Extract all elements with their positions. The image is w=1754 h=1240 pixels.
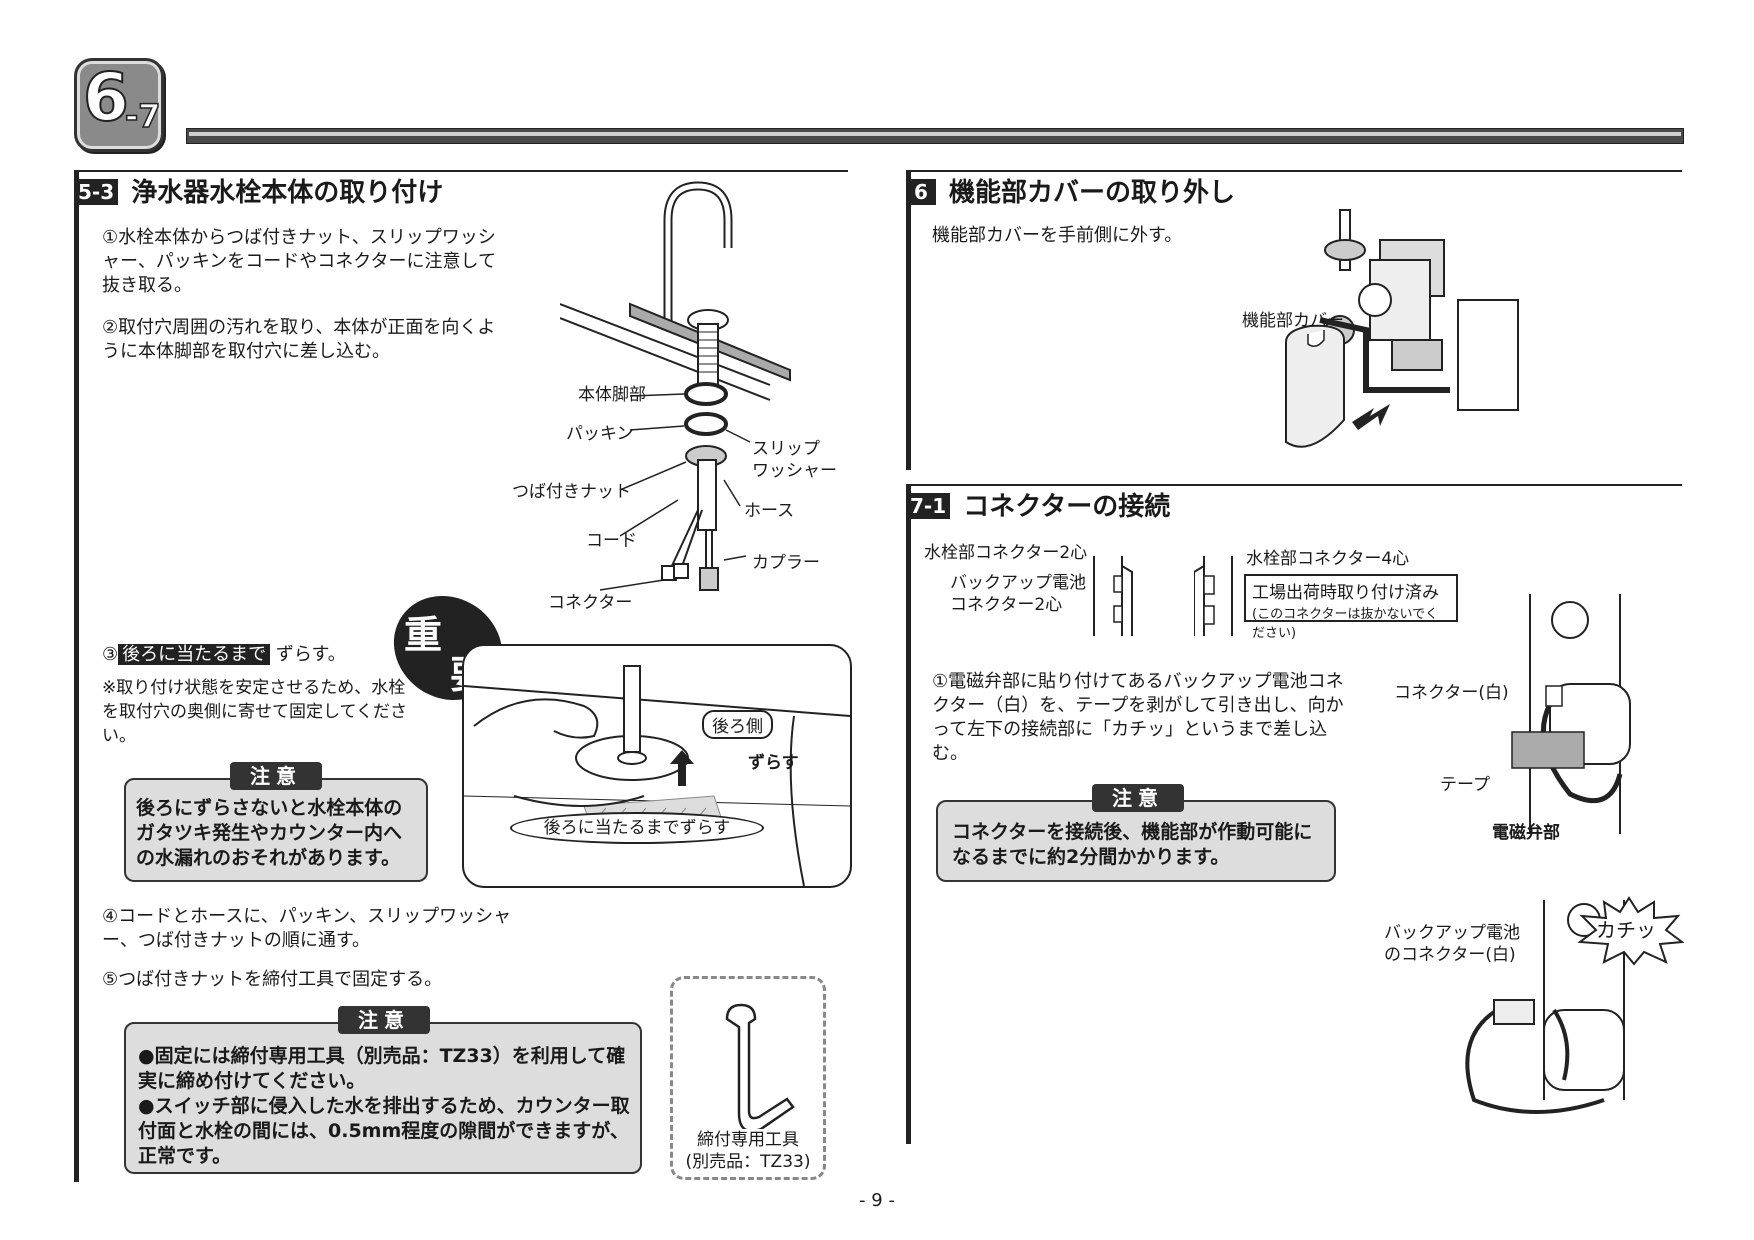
label-factory-installed: 工場出荷時取り付け済み (1252, 583, 1439, 603)
factory-installed-box: 工場出荷時取り付け済み (このコネクターは抜かないでください) (1244, 574, 1458, 641)
section-title: 浄水器水栓本体の取り付け (131, 178, 444, 208)
function-unit-illustration (1285, 209, 1519, 448)
caution-label-7-1: 注意 (1092, 784, 1184, 812)
label-cord: コード (586, 531, 637, 551)
step-5-text: ⑤つば付きナットを締付工具で固定する。 (102, 969, 443, 990)
solenoid-valve-illustration (1511, 594, 1631, 834)
section-title: コネクターの接続 (963, 492, 1171, 522)
step-3-highlight: 後ろに当たるまで (118, 644, 271, 665)
label-function-cover: 機能部カバー (1242, 311, 1344, 331)
section-5-3-rule (74, 170, 79, 1182)
label-backup-2: コネクター2心 (950, 595, 1063, 615)
section-number: 5-3 (74, 178, 119, 205)
page-number: - 9 - (859, 1190, 895, 1211)
caution-2-item-a: ●固定には締付専用工具（別売品：TZ33）を利用して確実に締め付けてください。 (138, 1045, 626, 1092)
header-bar (186, 128, 1684, 144)
label-backup-connector-1: バックアップ電池 (1384, 923, 1520, 943)
chapter-sub-number: -7 (124, 96, 161, 136)
chapter-number: 6 (82, 58, 130, 137)
step-4-text: ④コードとホースに、パッキン、スリップワッシャー、つば付きナットの順に通す。 (102, 906, 512, 951)
important-char-1: 重 (404, 613, 443, 657)
label-slip-1: スリップ (752, 439, 820, 459)
label-coupler: カプラー (752, 553, 820, 573)
label-packing: パッキン (566, 424, 634, 444)
label-back-side: 後ろ側 (702, 710, 773, 739)
shift-caption: 後ろに当たるまでずらす (510, 812, 764, 844)
label-solenoid-valve: 電磁弁部 (1492, 823, 1560, 843)
label-backup-connector-2: のコネクター(白) (1384, 945, 1516, 965)
caution-box-2: ●固定には締付専用工具（別売品：TZ33）を利用して確実に締め付けてください。 … (124, 1022, 642, 1174)
caution-2-item-b: ●スイッチ部に侵入した水を排出するため、カウンター取付面と水栓の間には、0.5m… (138, 1095, 630, 1167)
connector-diagram-2-core (1093, 556, 1133, 636)
click-burst-icon (1577, 896, 1684, 966)
caution-label-1: 注意 (230, 762, 322, 790)
wrench-tool-illustration (725, 1003, 795, 1129)
tool-product: (別売品：TZ33) (685, 1152, 811, 1172)
tool-box: 締付専用工具 (別売品：TZ33) (670, 976, 826, 1180)
tool-name: 締付専用工具 (697, 1130, 799, 1150)
section-6-text: 機能部カバーを手前側に外す。 (932, 225, 1183, 246)
label-shift: ずらす (748, 753, 799, 773)
section-5-3-header: 5-3 浄水器水栓本体の取り付け (74, 170, 848, 208)
step-2-text: ②取付穴周囲の汚れを取り、本体が正面を向くように本体脚部を取付穴に差し込む。 (102, 317, 496, 362)
section-7-1-header: 7-1 コネクターの接続 (906, 484, 1682, 522)
section-title: 機能部カバーの取り外し (949, 178, 1236, 208)
label-backup-1: バックアップ電池 (950, 573, 1086, 593)
step-7-1-text: ①電磁弁部に貼り付けてあるバックアップ電池コネクター（白）を、テープを剥がして引… (932, 671, 1344, 764)
shift-illustration-frame (462, 644, 852, 888)
section-number: 7-1 (906, 492, 951, 519)
section-6-rule (906, 170, 911, 470)
label-connector: コネクター (548, 593, 633, 613)
label-nut: つば付きナット (512, 482, 631, 502)
label-tape: テープ (1440, 775, 1490, 795)
label-faucet-4-core: 水栓部コネクター4心 (1246, 549, 1410, 569)
label-faucet-2-core: 水栓部コネクター2心 (924, 543, 1088, 563)
step-3-number: ③ (102, 644, 119, 665)
section-7-1-rule (906, 484, 911, 1144)
step-3-rest: ずらす。 (275, 644, 346, 665)
label-factory-note: (このコネクターは抜かないでください) (1252, 607, 1439, 641)
label-slip-2: ワッシャー (752, 461, 837, 481)
caution-label-2: 注意 (338, 1006, 430, 1034)
label-click: カチッ (1596, 918, 1656, 942)
chapter-badge: 6 -7 (74, 58, 164, 152)
connector-diagram-4-core (1194, 556, 1233, 636)
caution-box-1: 後ろにずらさないと水栓本体のガタツキ発生やカウンター内への水漏れのおそれがありま… (124, 778, 428, 882)
label-hontai: 本体脚部 (578, 385, 646, 405)
step-3-note: ※取り付け状態を安定させるため、水栓を取付穴の奥側に寄せて固定してください。 (102, 678, 407, 746)
label-hose: ホース (744, 501, 795, 521)
faucet-assembly-illustration (560, 181, 791, 591)
caution-box-7-1: コネクターを接続後、機能部が作動可能になるまでに約2分間かかります。 (936, 800, 1336, 882)
step-1-text: ①水栓本体からつば付きナット、スリップワッシャー、パッキンをコードやコネクターに… (102, 227, 497, 296)
label-connector-white: コネクター(白) (1394, 683, 1509, 703)
